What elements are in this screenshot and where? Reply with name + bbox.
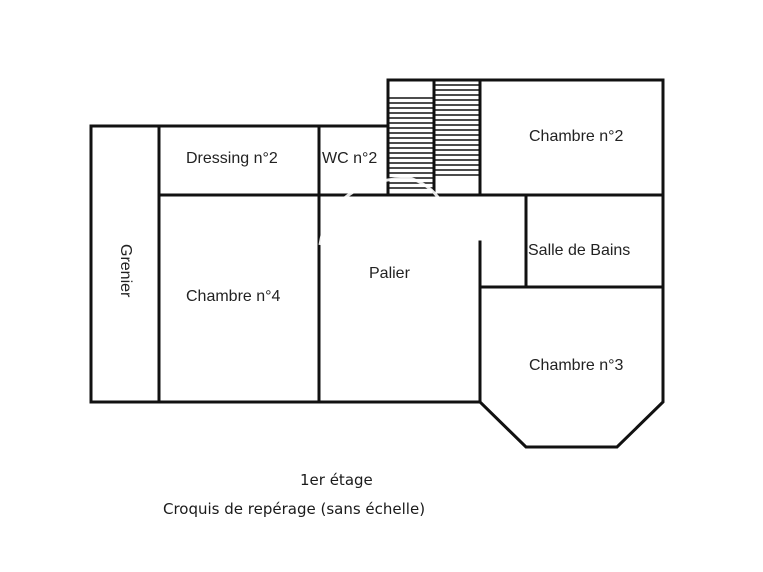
floor-caption: 1er étage — [300, 471, 373, 489]
room-label-wc: WC n°2 — [322, 150, 378, 167]
room-label-salle-de-bains: Salle de Bains — [528, 242, 631, 259]
watermark-arc — [318, 176, 442, 246]
room-label-dressing: Dressing n°2 — [186, 150, 278, 167]
salle-de-bains-outline — [524, 193, 665, 289]
room-label-chambre3: Chambre n°3 — [529, 357, 624, 374]
room-label-grenier: Grenier — [117, 244, 134, 298]
chambre3-outline — [478, 285, 665, 449]
stair-treads — [388, 84, 480, 189]
room-label-chambre4: Chambre n°4 — [186, 288, 281, 305]
room-label-palier: Palier — [369, 265, 410, 282]
chambre4-outline — [157, 193, 321, 404]
sketch-caption: Croquis de repérage (sans échelle) — [163, 500, 426, 518]
room-label-chambre2: Chambre n°2 — [529, 128, 624, 145]
